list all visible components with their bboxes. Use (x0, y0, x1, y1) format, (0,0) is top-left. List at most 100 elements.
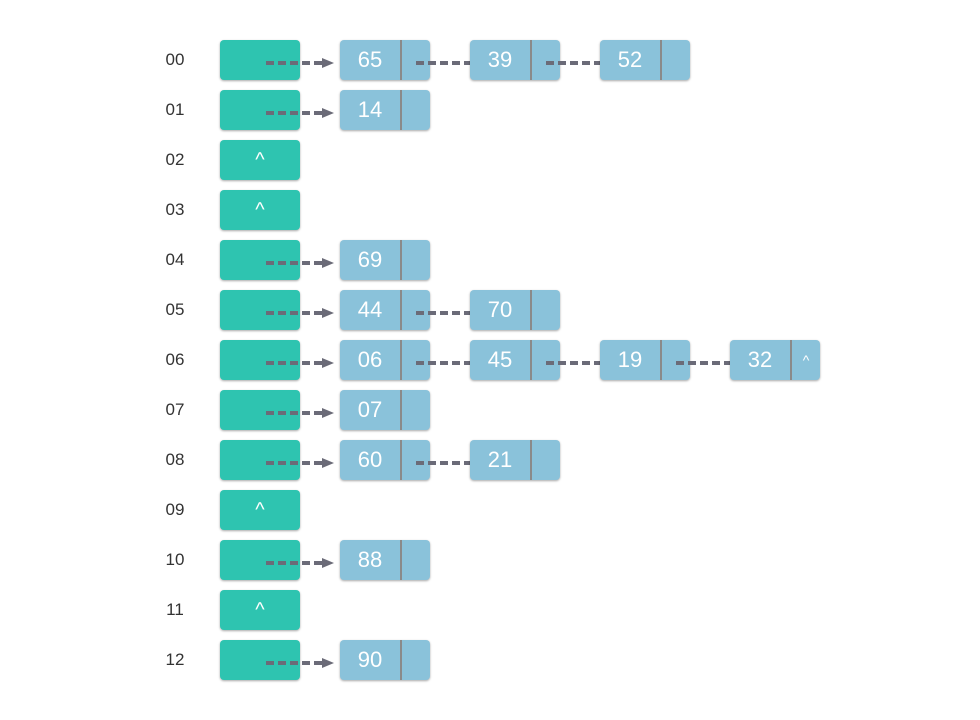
list-node: 06 (340, 340, 430, 380)
node-divider (400, 340, 402, 380)
list-node: 70 (470, 290, 560, 330)
node-next-pointer (402, 240, 430, 280)
node-next-pointer (402, 90, 430, 130)
node-value: 88 (357, 547, 383, 572)
bucket-head (220, 240, 300, 280)
node-divider (400, 240, 402, 280)
dashed-arrow-icon (266, 555, 336, 568)
list-node: 45 (470, 340, 560, 380)
bucket-head: ^ (220, 590, 300, 630)
node-next-pointer (662, 40, 690, 80)
node-divider (660, 40, 662, 80)
bucket-row: 11 ^ (0, 590, 980, 630)
node-divider (530, 440, 532, 480)
list-node: 32 ^ (730, 340, 820, 380)
node-next-pointer (402, 540, 430, 580)
list-node: 39 (470, 40, 560, 80)
node-divider (530, 40, 532, 80)
dashed-arrow-icon (266, 305, 336, 318)
bucket-index: 00 (165, 50, 185, 69)
bucket-head (220, 340, 300, 380)
bucket-head: ^ (220, 190, 300, 230)
node-next-pointer (532, 290, 560, 330)
list-node: 07 (340, 390, 430, 430)
bucket-row: 00 65 39 52 (0, 40, 980, 80)
bucket-index: 10 (165, 550, 185, 569)
node-value: 65 (357, 47, 383, 72)
list-node: 19 (600, 340, 690, 380)
bucket-head (220, 390, 300, 430)
list-node: 14 (340, 90, 430, 130)
bucket-index: 06 (165, 350, 185, 369)
node-divider (400, 540, 402, 580)
list-node: 88 (340, 540, 430, 580)
bucket-index: 12 (165, 650, 185, 669)
bucket-index: 02 (165, 150, 185, 169)
bucket-row: 12 90 (0, 640, 980, 680)
list-node: 44 (340, 290, 430, 330)
node-divider (400, 390, 402, 430)
node-divider (530, 340, 532, 380)
dashed-arrow-icon (266, 455, 336, 468)
list-node: 60 (340, 440, 430, 480)
node-value: 69 (357, 247, 383, 272)
bucket-row: 03 ^ (0, 190, 980, 230)
list-node: 52 (600, 40, 690, 80)
bucket-index: 08 (165, 450, 185, 469)
bucket-row: 06 06 45 19 32 ^ (0, 340, 980, 380)
node-value: 60 (357, 447, 383, 472)
dashed-arrow-icon (266, 355, 336, 368)
bucket-index: 03 (165, 200, 185, 219)
node-divider (400, 640, 402, 680)
node-next-pointer (402, 640, 430, 680)
dashed-arrow-icon (266, 55, 336, 68)
node-next-pointer (532, 440, 560, 480)
bucket-head (220, 90, 300, 130)
node-value: 44 (357, 297, 383, 322)
node-value: 14 (357, 97, 383, 122)
bucket-row: 07 07 (0, 390, 980, 430)
dashed-arrow-icon (266, 405, 336, 418)
node-value: 19 (617, 347, 643, 372)
node-value: 45 (487, 347, 513, 372)
bucket-row: 10 88 (0, 540, 980, 580)
bucket-row: 05 44 70 (0, 290, 980, 330)
node-divider (400, 40, 402, 80)
bucket-index: 11 (166, 600, 184, 619)
bucket-head (220, 540, 300, 580)
bucket-row: 09^ (0, 490, 980, 530)
node-value: 39 (487, 47, 513, 72)
bucket-index: 09 (165, 500, 185, 519)
node-divider (400, 440, 402, 480)
bucket-head (220, 290, 300, 330)
bucket-row: 08 60 21 (0, 440, 980, 480)
node-divider (790, 340, 792, 380)
node-divider (400, 90, 402, 130)
list-node: 69 (340, 240, 430, 280)
node-next-pointer: ^ (802, 352, 810, 368)
bucket-index: 05 (165, 300, 185, 319)
node-value: 32 (747, 347, 773, 372)
bucket-head (220, 440, 300, 480)
bucket-row: 04 69 (0, 240, 980, 280)
node-value: 52 (617, 47, 643, 72)
node-value: 21 (487, 447, 513, 472)
bucket-index: 07 (165, 400, 185, 419)
node-divider (400, 290, 402, 330)
bucket-index: 01 (165, 100, 185, 119)
dashed-arrow-icon (266, 255, 336, 268)
node-divider (530, 290, 532, 330)
bucket-head (220, 640, 300, 680)
list-node: 90 (340, 640, 430, 680)
node-value: 07 (357, 397, 383, 422)
dashed-arrow-icon (266, 105, 336, 118)
node-value: 06 (357, 347, 383, 372)
dashed-arrow-icon (266, 655, 336, 668)
bucket-head (220, 40, 300, 80)
node-next-pointer (402, 390, 430, 430)
list-node: 65 (340, 40, 430, 80)
bucket-index: 04 (165, 250, 185, 269)
bucket-head: ^ (220, 140, 300, 180)
node-divider (660, 340, 662, 380)
